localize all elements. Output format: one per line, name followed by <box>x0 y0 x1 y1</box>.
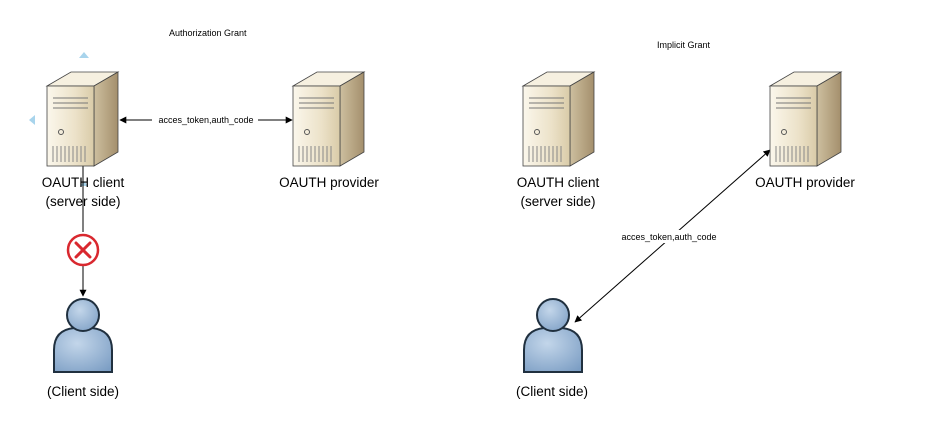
node-oauth-client-server[interactable] <box>45 71 120 167</box>
user-icon <box>523 298 583 373</box>
edge-label: acces_token,auth_code <box>158 115 253 125</box>
node-label: (Client side) <box>516 384 588 399</box>
node-client-side[interactable] <box>53 298 113 373</box>
server-icon <box>521 71 596 167</box>
node-label: (server side) <box>520 194 595 209</box>
node-oauth-client-server[interactable] <box>521 71 596 167</box>
node-client-side[interactable] <box>523 298 583 373</box>
user-icon <box>53 298 113 373</box>
edge-client-clientside-blocked[interactable] <box>66 162 100 297</box>
diagram-implicit-grant: Implicit Grant acces_token,auth_code <box>516 40 855 399</box>
node-label: (server side) <box>45 194 120 209</box>
node-oauth-provider[interactable] <box>291 71 366 167</box>
server-icon <box>291 71 366 167</box>
node-label: (Client side) <box>47 384 119 399</box>
node-label: OAUTH client <box>42 175 125 190</box>
edge-provider-clientside[interactable]: acces_token,auth_code <box>574 149 771 323</box>
selection-handles[interactable] <box>29 52 89 186</box>
error-x-icon <box>66 233 100 267</box>
node-label: OAUTH client <box>517 175 600 190</box>
server-icon <box>768 71 843 167</box>
diagram-authorization-grant: Authorization Grant acces_token,auth_cod… <box>29 28 379 399</box>
node-oauth-provider[interactable] <box>768 71 843 167</box>
node-label: OAUTH provider <box>755 175 855 190</box>
diagram-title: Implicit Grant <box>657 40 711 50</box>
edge-label: acces_token,auth_code <box>621 232 716 242</box>
server-icon <box>45 71 120 167</box>
diagram-title: Authorization Grant <box>169 28 247 38</box>
edge-client-provider[interactable]: acces_token,auth_code <box>119 113 293 126</box>
node-label: OAUTH provider <box>279 175 379 190</box>
